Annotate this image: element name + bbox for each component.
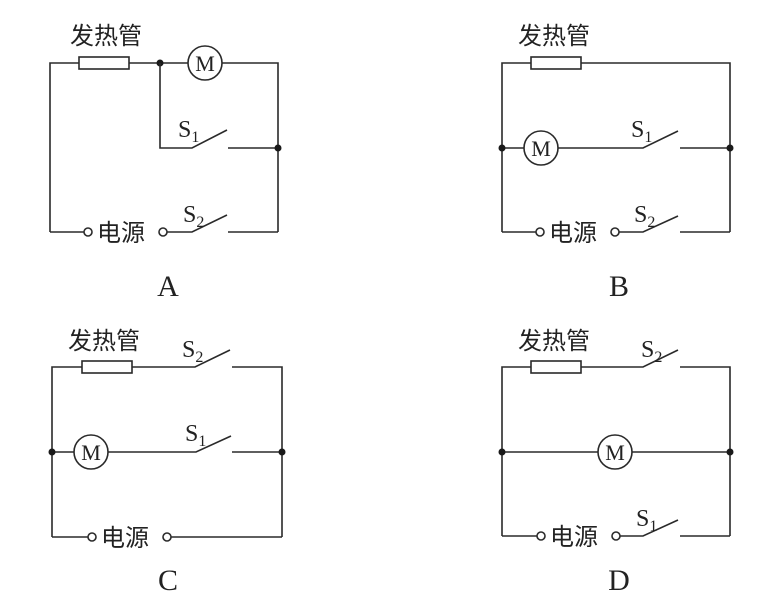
junction-dot — [498, 448, 506, 456]
s1-label: S1 — [178, 117, 199, 146]
switch-s1 — [52, 435, 282, 453]
junction-dot — [278, 448, 286, 456]
switch-s2 — [501, 349, 731, 536]
option-label-a: A — [157, 270, 179, 303]
s2-label: S2 — [634, 202, 655, 231]
option-label-b: B — [609, 270, 629, 303]
switch-s1 — [502, 130, 730, 149]
junction-dot — [274, 144, 282, 152]
power-terminal — [610, 227, 620, 237]
power-label: 电源 — [97, 219, 145, 247]
s2-label: S2 — [183, 202, 204, 231]
power-label: 电源 — [550, 523, 598, 551]
s2-label: S2 — [182, 337, 203, 366]
power-terminal — [611, 531, 621, 541]
motor — [597, 434, 633, 470]
circuit-c: 发热管 S2 M S1 电源 C — [48, 327, 286, 597]
motor-label: M — [531, 136, 551, 161]
switch-s2 — [51, 349, 283, 537]
heater-label: 发热管 — [518, 327, 590, 355]
circuit-a: 发热管 M S1 电源 S2 A — [49, 22, 282, 303]
heater-label: 发热管 — [68, 327, 140, 355]
circuit-d: 发热管 S2 M 电源 S1 D — [498, 327, 734, 597]
power-terminal — [158, 227, 168, 237]
motor-label: M — [81, 440, 101, 465]
junction-dot — [726, 144, 734, 152]
heater-label: 发热管 — [70, 22, 142, 50]
power-label: 电源 — [549, 219, 597, 247]
s1-label: S1 — [185, 421, 206, 450]
junction-dot — [498, 144, 506, 152]
wire — [501, 62, 731, 232]
heater-label: 发热管 — [518, 22, 590, 50]
circuit-b: 发热管 M S1 电源 S2 B — [498, 22, 734, 303]
option-label-d: D — [608, 564, 630, 597]
motor — [187, 45, 223, 81]
power-terminal — [536, 531, 546, 541]
power-terminal — [83, 227, 93, 237]
power-label: 电源 — [101, 524, 149, 552]
power-terminal — [87, 532, 97, 542]
heater-tube — [81, 360, 133, 374]
power-terminal — [162, 532, 172, 542]
switch-s2 — [50, 214, 278, 233]
junction-dot — [48, 448, 56, 456]
motor — [523, 130, 559, 166]
option-label-c: C — [158, 564, 178, 597]
s1-label: S1 — [636, 506, 657, 535]
s2-label: S2 — [641, 337, 662, 366]
s1-label: S1 — [631, 117, 652, 146]
switch-s2 — [502, 215, 730, 233]
switch-s1 — [502, 519, 730, 537]
heater-tube — [530, 360, 582, 374]
heater-tube — [530, 56, 582, 70]
switch-s1 — [159, 63, 278, 149]
power-terminal — [535, 227, 545, 237]
motor-label: M — [195, 51, 215, 76]
heater-tube — [78, 56, 130, 70]
motor — [73, 434, 109, 470]
junction-dot — [726, 448, 734, 456]
motor-label: M — [605, 440, 625, 465]
